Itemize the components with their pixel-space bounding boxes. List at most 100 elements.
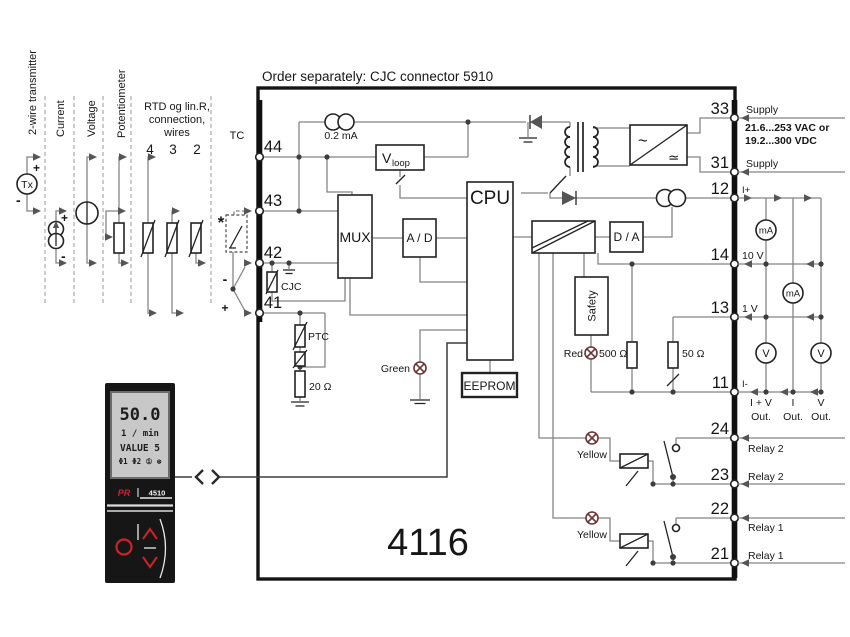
right-terminal-bar bbox=[731, 100, 738, 578]
mux-block: MUX bbox=[337, 194, 373, 279]
model-number: 4116 bbox=[387, 522, 469, 564]
terminals-left: 44 43 42 41 bbox=[254, 138, 282, 318]
eeprom-block: EEPROM bbox=[460, 371, 519, 399]
label-potentiometer: Potentiometer bbox=[116, 69, 128, 138]
da-block: D / A bbox=[609, 221, 644, 253]
down-button[interactable] bbox=[142, 556, 158, 569]
output-arrowheads bbox=[741, 114, 818, 567]
label-2wire-transmitter: 2-wire transmitter bbox=[27, 50, 39, 135]
terminals-right: 33 31 12 14 13 11 24 23 22 21 bbox=[711, 100, 740, 568]
r20-label: 20 Ω bbox=[309, 381, 332, 393]
label-wire3: 3 bbox=[169, 142, 177, 157]
cjc-resistor: CJC bbox=[265, 269, 302, 295]
safety-block: Safety bbox=[574, 276, 609, 336]
label-rtd-2: connection, bbox=[149, 114, 205, 126]
meter-ma-1-label: mA bbox=[759, 226, 774, 237]
current-source-symbol: + - bbox=[47, 211, 68, 264]
terminal-44: 44 bbox=[264, 138, 282, 156]
supply-31-label: Supply bbox=[746, 158, 779, 170]
meter-v-2-label: V bbox=[817, 348, 825, 360]
terminal-24: 24 bbox=[711, 420, 729, 438]
cpu-block: CPU bbox=[466, 181, 514, 361]
ac-symbol: ~ bbox=[638, 132, 648, 150]
terminal-14: 14 bbox=[711, 246, 729, 264]
current-plus: + bbox=[61, 211, 68, 225]
da-label: D / A bbox=[613, 230, 639, 244]
terminal-13: 13 bbox=[711, 299, 729, 317]
meter-v-1: V bbox=[755, 342, 777, 364]
red-led: Red bbox=[564, 346, 598, 360]
tx-plus: + bbox=[33, 161, 40, 175]
label-rtd-1: RTD og lin.R, bbox=[144, 101, 210, 113]
current-source-02ma: 0.2 mA bbox=[324, 113, 358, 142]
r500-label: 500 Ω bbox=[599, 348, 627, 360]
thermocouple-symbol: - + bbox=[221, 210, 248, 315]
lcd-unit: 1 / min bbox=[121, 428, 159, 439]
input-labels: 2-wire transmitter Current Voltage Poten… bbox=[27, 50, 244, 232]
up-button[interactable] bbox=[142, 527, 158, 540]
label-current: Current bbox=[55, 100, 67, 137]
terminal-33: 33 bbox=[711, 100, 729, 118]
rtd-symbols bbox=[140, 219, 204, 258]
r50-label: 50 Ω bbox=[682, 348, 705, 360]
label-rtd-3: wires bbox=[163, 127, 190, 139]
out-iv-out: Out. bbox=[751, 411, 771, 423]
label-02ma: 0.2 mA bbox=[324, 130, 357, 142]
transformer-symbol bbox=[564, 122, 599, 172]
yellow-label-relay1: Yellow bbox=[577, 529, 607, 541]
two-wire-transmitter-symbol: Tx + - bbox=[16, 161, 40, 208]
green-label: Green bbox=[381, 363, 410, 375]
i-minus-label: I- bbox=[742, 379, 748, 390]
mux-label: MUX bbox=[339, 229, 371, 245]
order-note: Order separately: CJC connector 5910 bbox=[262, 69, 493, 84]
cpu-label: CPU bbox=[470, 188, 510, 209]
terminal-23: 23 bbox=[711, 466, 729, 484]
input-column-separators bbox=[44, 96, 212, 306]
lcd-status-icons: Φ1 Φ2 ① ⊛ bbox=[119, 457, 162, 466]
out-v-out: Out. bbox=[811, 411, 831, 423]
panel-keypad[interactable] bbox=[115, 518, 167, 579]
ad-block: A / D bbox=[402, 218, 437, 258]
keypad-arc bbox=[159, 518, 167, 579]
voltage-source-symbol bbox=[75, 201, 99, 225]
label-wire4: 4 bbox=[146, 142, 154, 157]
terminal-43: 43 bbox=[264, 192, 282, 210]
dc-symbol: ≃ bbox=[668, 150, 679, 165]
diode-1 bbox=[529, 115, 542, 129]
terminal-11: 11 bbox=[712, 374, 729, 392]
potentiometer-symbol bbox=[113, 222, 125, 254]
vloop-v: V bbox=[382, 150, 392, 166]
ok-button[interactable] bbox=[115, 538, 133, 556]
eeprom-label: EEPROM bbox=[463, 379, 515, 393]
r500-resistor: 500 Ω bbox=[599, 341, 638, 369]
label-voltage: Voltage bbox=[86, 100, 98, 137]
out-i-out: Out. bbox=[783, 411, 803, 423]
terminal-21: 21 bbox=[711, 545, 729, 563]
relay-1: Yellow bbox=[577, 511, 681, 567]
relay-2: Yellow bbox=[577, 431, 681, 487]
ground-symbols bbox=[283, 137, 537, 407]
output-current-source bbox=[655, 188, 687, 208]
isolation-barrier-block bbox=[531, 220, 596, 254]
pr-logo: PR bbox=[118, 488, 131, 498]
terminal-31: 31 bbox=[711, 154, 729, 172]
tx-minus: - bbox=[16, 192, 21, 208]
diode-2 bbox=[562, 191, 577, 205]
relay2-bottom-label: Relay 2 bbox=[748, 471, 784, 483]
r50-resistor: 50 Ω bbox=[666, 341, 705, 387]
acdc-converter-block: ~ ≃ bbox=[629, 124, 688, 166]
vloop-sub: loop bbox=[392, 158, 410, 169]
ptc-label: PTC bbox=[308, 331, 329, 343]
terminal-42: 42 bbox=[264, 244, 282, 262]
relay1-top-label: Relay 1 bbox=[748, 522, 784, 534]
ad-label: A / D bbox=[406, 231, 432, 245]
front-panel-4510: 50.0 1 / min VALUE 5 Φ1 Φ2 ① ⊛ PR 4510 bbox=[105, 342, 467, 583]
output-wiring: mA mA V V bbox=[738, 114, 845, 567]
lcd-value: 50.0 bbox=[120, 405, 161, 425]
red-label: Red bbox=[564, 348, 583, 360]
relay2-top-label: Relay 2 bbox=[748, 443, 784, 455]
terminal-12: 12 bbox=[711, 180, 729, 198]
cjc-label: CJC bbox=[281, 281, 302, 293]
relay1-bottom-label: Relay 1 bbox=[748, 550, 784, 562]
